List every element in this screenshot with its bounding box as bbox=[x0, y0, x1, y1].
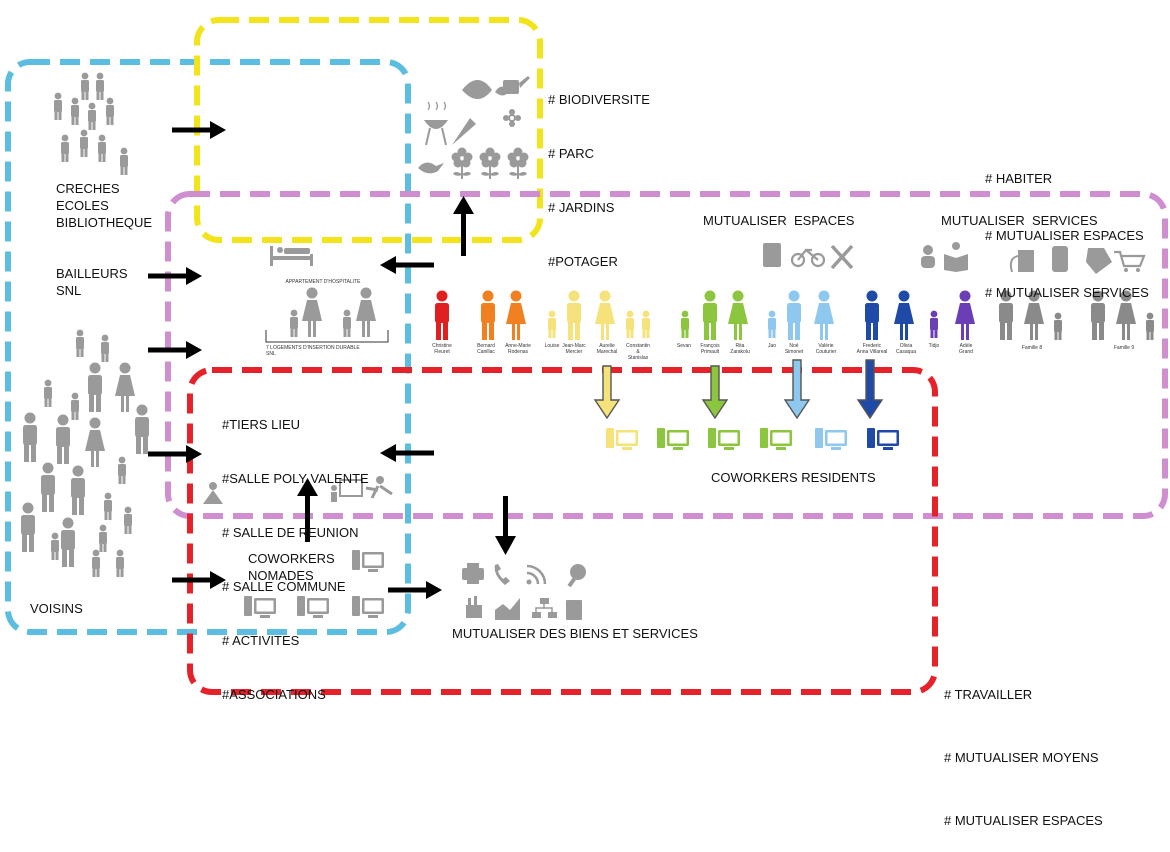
bicycle-icon bbox=[790, 248, 826, 268]
resident-name: Frederic Anna Villareal bbox=[856, 343, 888, 355]
tag-salle-commune: # SALLE COMMUNE bbox=[222, 579, 346, 594]
label-creches: CRECHES ECOLES BIBLIOTHEQUE bbox=[56, 181, 153, 230]
watering-can-icon bbox=[503, 76, 530, 94]
resident-name: Famille 9 bbox=[1113, 345, 1135, 351]
resident-name: Aurelie Marechal bbox=[596, 343, 618, 355]
tag-salle-polyvalente: #SALLE POLY VALENTE bbox=[222, 471, 369, 486]
tag-potager: #POTAGER bbox=[548, 254, 618, 269]
carrot-icon bbox=[452, 118, 476, 145]
tag-activites: # ACTIVITES bbox=[222, 633, 300, 648]
black-arrows bbox=[148, 121, 516, 599]
tag-mutualiser-services: # MUTUALISER SERVICES bbox=[985, 285, 1149, 300]
label-mutualiser-services: MUTUALISER SERVICES bbox=[941, 213, 1098, 228]
tag-associations: #ASSOCIATIONS bbox=[222, 687, 326, 702]
resident-name: Rita Zarakolu bbox=[730, 343, 750, 355]
resident-name: Adèle Grand bbox=[959, 343, 973, 355]
label-appartement: APPARTEMENT D'HOSPITALITE bbox=[285, 279, 361, 285]
printer-icon bbox=[462, 563, 484, 584]
bbq-icon bbox=[424, 101, 448, 146]
resident-computers bbox=[606, 428, 899, 450]
pencils-icon bbox=[466, 596, 482, 618]
cabinet-icon bbox=[566, 600, 582, 620]
travailler-tags: # TRAVAILLER # MUTUALISER MOYENS # MUTUA… bbox=[944, 642, 1103, 852]
label-coworkers-residents: COWORKERS RESIDENTS bbox=[711, 470, 876, 485]
tag-travailler: # TRAVAILLER bbox=[944, 687, 1033, 702]
tag-jardins: # JARDINS bbox=[548, 200, 615, 215]
label-mutualiser-biens: MUTUALISER DES BIENS ET SERVICES bbox=[452, 626, 698, 641]
vacuum-icon bbox=[1009, 250, 1034, 273]
resident-name: François Primault bbox=[700, 343, 720, 355]
resident-arrows bbox=[593, 359, 884, 420]
resident-name: Olivia Casaqua bbox=[895, 343, 916, 355]
tiers-lieu-tags: #TIERS LIEU #SALLE POLY VALENTE # SALLE … bbox=[222, 380, 369, 722]
ping-pong-icon bbox=[567, 564, 586, 588]
tools-icon bbox=[830, 244, 854, 270]
phone-icon bbox=[494, 564, 510, 585]
storage-icon bbox=[763, 243, 781, 267]
red-zone-travailler bbox=[187, 367, 938, 695]
laundry-icon bbox=[1052, 246, 1068, 272]
tag-mutualiser-espaces: # MUTUALISER ESPACES bbox=[985, 228, 1144, 243]
neighbours-people-group bbox=[21, 329, 149, 577]
tag-biodiversite: # BIODIVERSITE bbox=[548, 92, 650, 107]
tag-mutualiser-moyens: # MUTUALISER MOYENS bbox=[944, 750, 1099, 765]
nature-tags: # BIODIVERSITE # PARC # JARDINS #POTAGER bbox=[548, 55, 650, 289]
daisy-icon bbox=[503, 109, 521, 127]
flower-icon bbox=[507, 147, 529, 179]
shared-space-icons bbox=[763, 242, 1146, 274]
chart-icon bbox=[495, 598, 520, 620]
housing-bracket bbox=[265, 330, 389, 343]
resident-name: Tidjo bbox=[928, 343, 940, 349]
diagram-canvas bbox=[5, 17, 1168, 695]
book-icon bbox=[944, 242, 968, 272]
resident-name: Anne-Marie Rodenas bbox=[505, 343, 531, 355]
resident-name: Jean-Marc Mercier bbox=[562, 343, 586, 355]
presentation-icon bbox=[331, 479, 363, 502]
resident-name: Jao bbox=[767, 343, 777, 349]
label-bailleurs: BAILLEURS SNL bbox=[56, 266, 128, 298]
insertion-housing-people bbox=[290, 287, 376, 337]
tag-icon bbox=[1086, 248, 1112, 274]
resident-name: Christine Fleuret bbox=[432, 343, 452, 355]
meditation-icon bbox=[203, 482, 223, 504]
garden-icons bbox=[418, 76, 530, 179]
resident-name: Louise bbox=[544, 343, 560, 349]
resident-name: Sevan bbox=[676, 343, 692, 349]
yellow-zone-nature bbox=[194, 17, 543, 243]
resident-name: Valérie Couturier bbox=[815, 343, 837, 355]
resident-name: Noé Simonet bbox=[784, 343, 804, 355]
label-mutualiser-espaces: MUTUALISER ESPACES bbox=[703, 213, 855, 228]
habiter-tags: # HABITER # MUTUALISER ESPACES # MUTUALI… bbox=[985, 131, 1149, 321]
resident-name: Famille 8 bbox=[1021, 345, 1043, 351]
label-logements: 7 LOGEMENTS D'INSERTION DURABLE SNL bbox=[266, 345, 360, 357]
dance-icon bbox=[365, 476, 393, 499]
tag-tiers-lieu: #TIERS LIEU bbox=[222, 417, 301, 432]
tag-parc: # PARC bbox=[548, 146, 594, 161]
tag-salle-reunion: # SALLE DE REUNION bbox=[222, 525, 359, 540]
baby-icon bbox=[921, 245, 935, 268]
flower-icon bbox=[451, 147, 473, 179]
resident-name: Constantin & Stanislas bbox=[626, 343, 650, 361]
flower-icon bbox=[479, 147, 501, 179]
tag-mutualiser-espaces-travail: # MUTUALISER ESPACES bbox=[944, 813, 1103, 828]
tag-habiter: # HABITER bbox=[985, 171, 1053, 186]
children-people-group bbox=[54, 72, 128, 175]
purple-zone-habiter bbox=[165, 191, 1168, 519]
blue-zone-voisins bbox=[5, 59, 411, 635]
label-coworkers-nomades: COWORKERS NOMADES bbox=[248, 551, 335, 583]
activity-icons bbox=[203, 476, 393, 504]
shared-goods-icons bbox=[462, 563, 586, 620]
network-icon bbox=[532, 598, 557, 618]
cart-icon bbox=[1114, 250, 1146, 272]
bed-icon bbox=[270, 246, 313, 266]
leaf-icon bbox=[462, 80, 492, 99]
label-voisins: VOISINS bbox=[30, 601, 83, 616]
resident-name: Bernard Canillac bbox=[477, 343, 495, 355]
wifi-icon bbox=[526, 564, 547, 585]
bird-icon bbox=[418, 162, 444, 174]
